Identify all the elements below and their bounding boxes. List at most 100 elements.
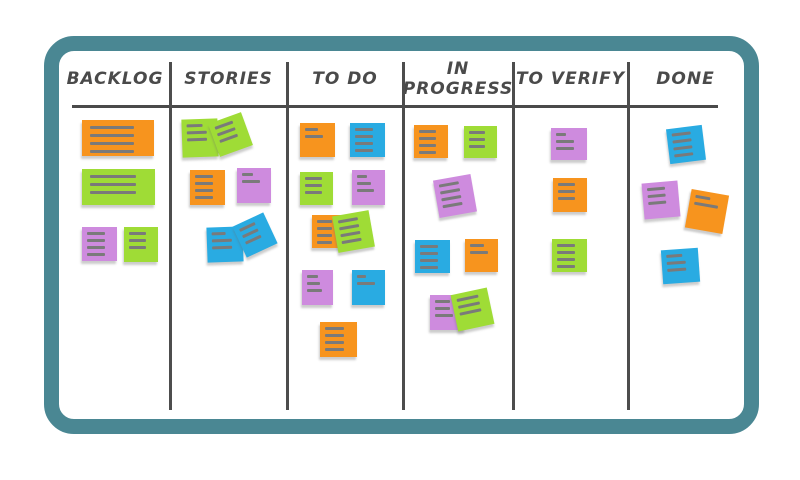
note-line — [186, 123, 203, 128]
note-line — [469, 131, 486, 134]
sticky-note-blue[interactable] — [352, 270, 385, 305]
note-line — [355, 135, 373, 138]
note-line — [87, 253, 105, 256]
column-header-done: DONE — [656, 69, 715, 90]
note-line — [357, 182, 371, 185]
note-line — [337, 217, 359, 224]
sticky-note-green[interactable] — [464, 126, 497, 158]
sticky-note-blue[interactable] — [666, 124, 706, 165]
note-line — [357, 175, 368, 178]
note-line — [325, 348, 345, 351]
note-line — [671, 131, 691, 137]
note-line — [340, 230, 361, 238]
note-line — [557, 258, 575, 261]
note-line — [556, 147, 575, 150]
note-line — [186, 130, 207, 135]
note-line — [90, 150, 134, 153]
note-line — [667, 267, 687, 272]
sticky-note-orange[interactable] — [465, 239, 498, 272]
column-divider — [169, 62, 172, 410]
note-line — [129, 239, 146, 242]
note-line — [90, 134, 134, 137]
column-header-in-progress: IN PROGRESS — [402, 59, 514, 99]
note-line — [456, 294, 479, 303]
note-line — [647, 193, 666, 199]
note-line — [211, 231, 226, 236]
note-line — [648, 200, 667, 206]
note-line — [90, 183, 136, 186]
sticky-note-purple[interactable] — [432, 173, 478, 219]
note-line — [355, 128, 373, 131]
sticky-note-orange[interactable] — [320, 322, 357, 357]
sticky-note-orange[interactable] — [414, 125, 448, 158]
header-underline — [72, 105, 718, 108]
note-line — [470, 244, 484, 247]
sticky-note-blue[interactable] — [415, 240, 450, 273]
sticky-note-orange[interactable] — [190, 170, 225, 205]
sticky-note-blue[interactable] — [350, 123, 385, 157]
note-line — [419, 137, 436, 140]
note-line — [438, 181, 459, 188]
column-header-todo: TO DO — [312, 69, 378, 90]
note-line — [459, 308, 482, 316]
note-line — [325, 327, 345, 330]
note-line — [672, 138, 692, 144]
note-line — [341, 237, 362, 245]
note-line — [420, 259, 438, 262]
sticky-note-purple[interactable] — [641, 180, 681, 220]
note-line — [129, 246, 146, 249]
note-line — [556, 140, 575, 143]
note-line — [558, 183, 576, 186]
note-line — [87, 239, 105, 242]
note-line — [305, 135, 323, 138]
sticky-note-blue[interactable] — [660, 247, 701, 285]
note-line — [307, 275, 318, 278]
note-line — [355, 149, 373, 152]
column-divider — [627, 62, 630, 410]
note-line — [646, 186, 666, 192]
sticky-note-purple[interactable] — [82, 227, 117, 261]
note-line — [419, 130, 436, 133]
sticky-note-purple[interactable] — [551, 128, 587, 160]
sticky-note-green[interactable] — [300, 172, 333, 205]
note-line — [420, 266, 438, 269]
sticky-note-green[interactable] — [82, 169, 155, 205]
note-line — [357, 189, 374, 192]
sticky-note-green[interactable] — [332, 210, 375, 253]
column-header-to-verify: TO VERIFY — [515, 69, 626, 90]
note-line — [419, 144, 436, 147]
note-line — [317, 241, 332, 244]
note-line — [666, 253, 683, 258]
note-line — [305, 177, 322, 180]
sticky-note-orange[interactable] — [300, 123, 335, 157]
note-line — [219, 133, 238, 144]
note-line — [558, 190, 576, 193]
note-line — [242, 180, 260, 183]
note-line — [339, 223, 360, 231]
note-line — [435, 307, 450, 310]
column-header-stories: STORIES — [184, 69, 273, 90]
sticky-note-purple[interactable] — [302, 270, 333, 305]
column-divider — [286, 62, 289, 410]
note-line — [305, 184, 322, 187]
note-line — [317, 234, 332, 237]
column-header-backlog: BACKLOG — [66, 69, 164, 90]
note-line — [557, 265, 575, 268]
sticky-note-green[interactable] — [450, 287, 495, 332]
sticky-note-purple[interactable] — [352, 170, 385, 205]
sticky-note-orange[interactable] — [82, 120, 154, 156]
sticky-note-orange[interactable] — [553, 178, 587, 212]
sticky-note-green[interactable] — [124, 227, 158, 262]
note-line — [470, 251, 489, 254]
board-frame — [44, 36, 759, 434]
note-line — [695, 194, 711, 201]
note-line — [674, 152, 694, 158]
note-line — [90, 175, 136, 178]
note-line — [469, 138, 486, 141]
sticky-note-orange[interactable] — [684, 188, 730, 235]
note-line — [469, 145, 486, 148]
sticky-note-green[interactable] — [552, 239, 587, 272]
note-line — [442, 201, 463, 209]
sticky-note-purple[interactable] — [237, 168, 271, 203]
note-line — [420, 252, 438, 255]
